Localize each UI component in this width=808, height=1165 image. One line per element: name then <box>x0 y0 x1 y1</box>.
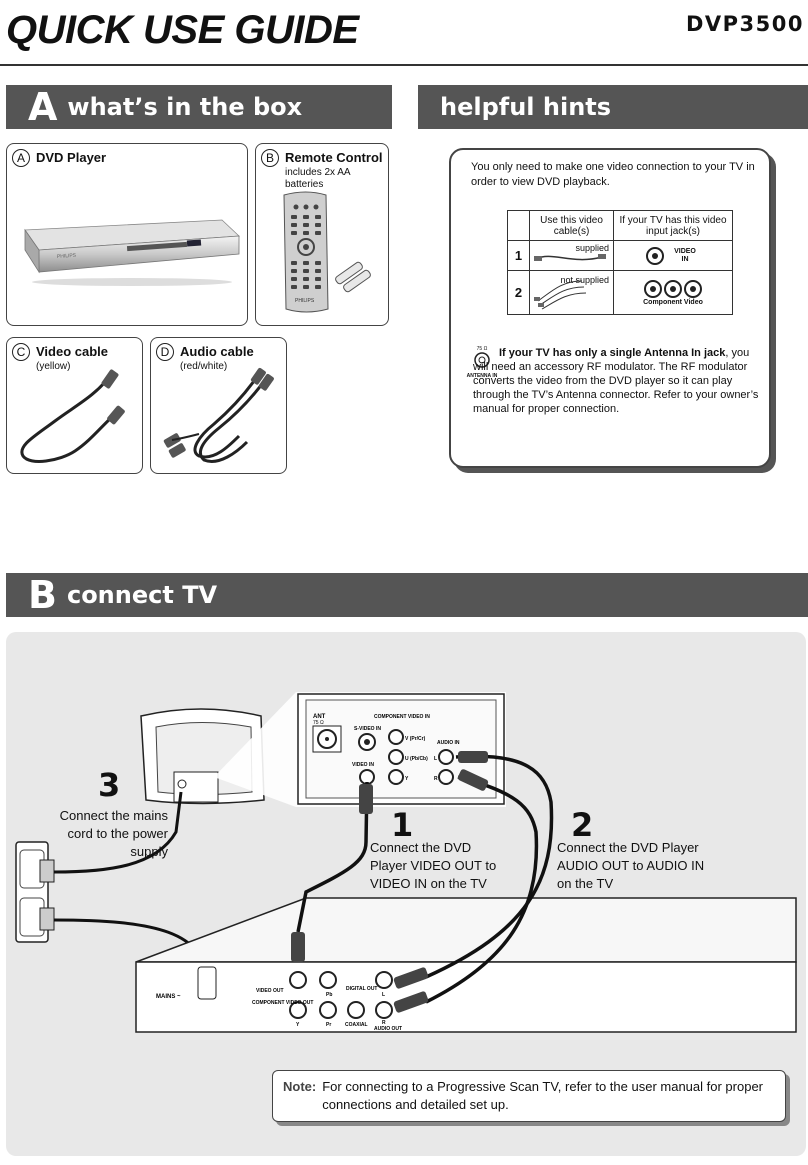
box-item-remote-control: B Remote Control includes 2x AA batterie… <box>255 143 389 326</box>
hints-bar: helpful hints <box>418 85 808 129</box>
svg-text:Pr: Pr <box>326 1022 331 1028</box>
box-item-dvd-player: A DVD Player PHILIPS <box>6 143 248 326</box>
item-letter-d: D <box>156 343 174 361</box>
svg-text:S-VIDEO IN: S-VIDEO IN <box>354 726 381 732</box>
audio-cable-image <box>163 367 274 463</box>
section-b-title: connect TV <box>66 581 218 609</box>
header-divider <box>0 64 808 66</box>
hints-title: helpful hints <box>440 93 612 121</box>
svg-text:COAXIAL: COAXIAL <box>345 1022 368 1028</box>
dvd-player-image: PHILIPS <box>24 219 240 286</box>
item-title-remote: Remote Control <box>285 150 383 165</box>
video-cable-icon <box>533 254 606 261</box>
svg-text:Y: Y <box>405 776 409 782</box>
table-row-num: 1 <box>507 240 530 271</box>
antenna-jack-icon <box>474 352 490 368</box>
item-title-video-cable: Video cable <box>36 344 109 359</box>
antenna-ohm-label: 75 Ω <box>476 346 488 352</box>
svg-text:75 Ω: 75 Ω <box>313 720 324 726</box>
connect-tv-diagram: ANT 75 Ω COMPONENT VIDEO IN S-VIDEO IN V… <box>6 632 806 1156</box>
remote-control-image: PHILIPS <box>283 191 371 313</box>
svg-text:VIDEO OUT: VIDEO OUT <box>256 988 284 994</box>
svg-text:VIDEO IN: VIDEO IN <box>352 762 374 768</box>
svg-text:ANT: ANT <box>313 714 326 720</box>
note-label: Note: <box>283 1079 317 1094</box>
section-a-letter: A <box>28 85 58 129</box>
box-item-video-cable: C Video cable (yellow) <box>6 337 143 474</box>
section-b-letter: B <box>28 573 57 617</box>
svg-text:U (Pb/Cb): U (Pb/Cb) <box>405 756 428 762</box>
note-text: For connecting to a Progressive Scan TV,… <box>322 1079 764 1112</box>
svg-text:MAINS ~: MAINS ~ <box>156 994 181 1000</box>
connection-illustration: ANT 75 Ω COMPONENT VIDEO IN S-VIDEO IN V… <box>15 692 797 1033</box>
section-a-bar: A what’s in the box <box>6 85 392 129</box>
svg-text:R: R <box>434 776 438 782</box>
step-2-text: Connect the DVD Player AUDIO OUT to AUDI… <box>557 840 705 891</box>
svg-text:PHILIPS: PHILIPS <box>295 298 315 304</box>
svg-text:R: R <box>382 1020 386 1026</box>
table-jack-video-in: VIDEO IN <box>674 247 696 263</box>
box-item-audio-cable: D Audio cable (red/white) <box>150 337 287 474</box>
svg-text:L: L <box>382 992 385 998</box>
svg-text:V (Pr/Cr): V (Pr/Cr) <box>405 736 426 742</box>
svg-text:Y: Y <box>296 1022 300 1028</box>
table-cable-not-supplied: not supplied <box>560 275 609 285</box>
item-sub-remote: includes 2x AA batteries <box>285 167 351 190</box>
item-letter-a: A <box>12 149 30 167</box>
progressive-scan-note: Note: For connecting to a Progressive Sc… <box>272 1070 786 1122</box>
video-cable-image <box>20 369 125 463</box>
hints-intro: You only need to make one video connecti… <box>471 161 755 188</box>
antenna-hint-text: If your TV has only a single Antenna In … <box>473 347 759 415</box>
antenna-jack-figure: 75 Ω ANTENNA IN <box>465 346 499 379</box>
svg-text:PHILIPS: PHILIPS <box>57 253 77 260</box>
antenna-in-label: ANTENNA IN <box>466 373 498 379</box>
item-letter-c: C <box>12 343 30 361</box>
svg-text:COMPONENT VIDEO OUT: COMPONENT VIDEO OUT <box>252 1000 313 1006</box>
component-jacks-icon <box>644 280 702 298</box>
svg-text:AUDIO IN: AUDIO IN <box>437 740 460 746</box>
item-title-dvd-player: DVD Player <box>36 150 107 165</box>
step-1-number: 1 <box>391 806 414 844</box>
table-row-num: 2 <box>507 270 530 315</box>
table-header-cable: Use this video cable(s) <box>529 210 614 241</box>
svg-text:COMPONENT VIDEO IN: COMPONENT VIDEO IN <box>374 714 430 720</box>
component-cable-icon <box>533 280 586 310</box>
model-number: DVP3500 <box>685 12 804 36</box>
step-2-number: 2 <box>571 806 594 844</box>
item-sub-video-cable: (yellow) <box>36 361 71 372</box>
video-connection-table: Use this video cable(s) If your TV has t… <box>507 210 733 315</box>
step-1-text: Connect the DVD Player VIDEO OUT to VIDE… <box>370 840 497 891</box>
helpful-hints-panel: You only need to make one video connecti… <box>449 148 771 468</box>
svg-text:Pb: Pb <box>326 992 332 998</box>
table-jack-component: Component Video <box>643 299 703 306</box>
rca-jack-icon <box>646 246 664 265</box>
step-3-number: 3 <box>98 766 121 804</box>
section-a-title: what’s in the box <box>67 93 303 121</box>
svg-text:DIGITAL OUT: DIGITAL OUT <box>346 986 377 992</box>
item-title-audio-cable: Audio cable <box>180 344 254 359</box>
item-letter-b: B <box>261 149 279 167</box>
svg-text:AUDIO OUT: AUDIO OUT <box>374 1026 402 1032</box>
svg-text:L: L <box>434 756 437 762</box>
step-3-text: Connect the mains cord to the power supp… <box>59 808 168 859</box>
item-sub-audio-cable: (red/white) <box>180 361 228 372</box>
table-header-jack: If your TV has this video input jack(s) <box>613 210 733 241</box>
table-cable-supplied: supplied <box>575 243 609 253</box>
batteries-image <box>335 261 371 293</box>
section-b-bar: B connect TV <box>6 573 808 617</box>
guide-title: QUICK USE GUIDE <box>6 8 359 52</box>
